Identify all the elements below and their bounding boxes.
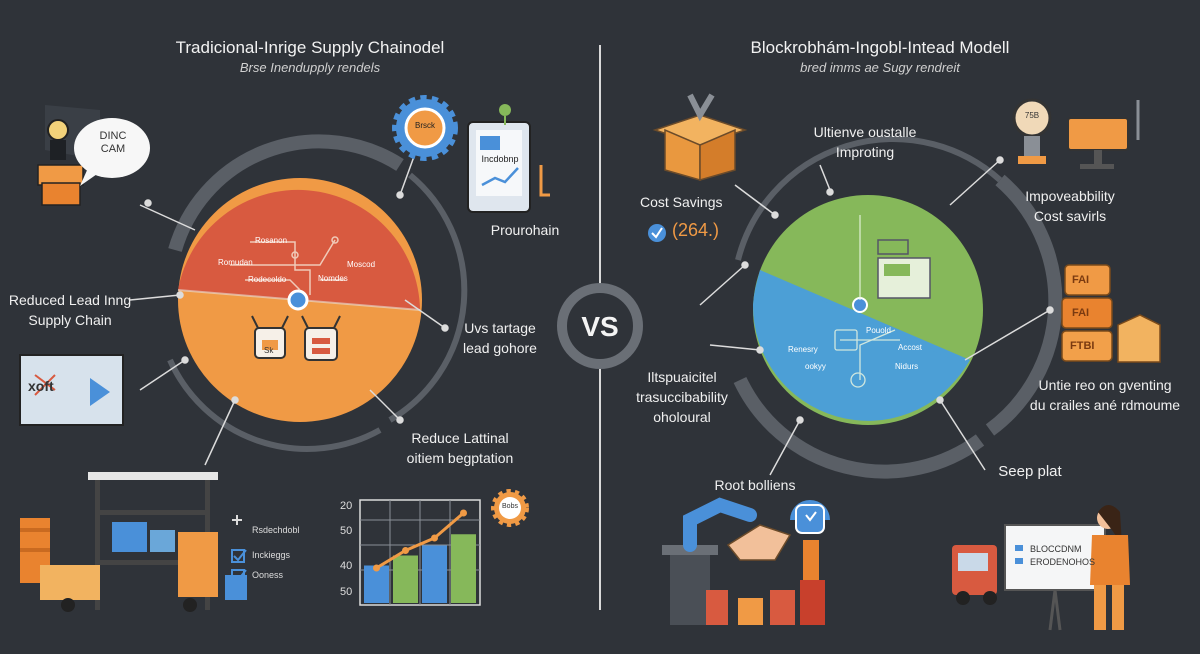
package-box-icon: [652, 93, 748, 181]
chart-point: [373, 564, 380, 572]
chart-bar: [422, 545, 447, 603]
chart-tick-3: 40: [340, 560, 353, 572]
barrel-1-text: FAI: [1072, 274, 1090, 286]
chart-bar: [364, 565, 389, 603]
warehouse-shelf-icon: [20, 472, 247, 612]
label-uvs-tartage: Uvs tartage lead gohore: [463, 320, 537, 356]
chart-tick-2: 50: [340, 525, 353, 537]
right-leader-lines: [699, 156, 1054, 476]
barrel-3-text: FTBI: [1070, 340, 1095, 352]
chart-point: [460, 509, 467, 517]
chart-bar: [393, 555, 418, 603]
checklist-icon: [231, 515, 247, 583]
label-untie-reo: Untie reo on gventing du crailes ané rdm…: [1029, 377, 1181, 413]
chart-point: [431, 534, 438, 542]
label-impoveabbility: Impoveabbility Cost savirls: [1025, 188, 1115, 224]
label-prourohain: Prourohain: [490, 222, 560, 238]
truck-icon: [952, 545, 997, 605]
right-circuit-icon: [834, 215, 900, 388]
left-bar-chart: [364, 534, 476, 603]
left-pie-tag-1: Rosanon: [255, 236, 288, 245]
label-itspuaicitel: Iltspuaicitel trasuccibability oholoural: [636, 369, 728, 425]
cost-value: (264.): [672, 220, 720, 240]
video-text: xoft: [28, 378, 54, 394]
right-pie-panel-icon: [877, 239, 931, 299]
checklist-item-3: Ooness: [252, 570, 284, 580]
chart-gear-icon: [491, 489, 529, 527]
label-seep-plat: Seep plat: [998, 463, 1062, 480]
speech-bubble-icon: [74, 118, 150, 186]
left-subtitle: Brse Inendupply rendels: [239, 60, 381, 75]
left-pie-tag-4: Moscod: [347, 260, 376, 269]
right-pie-tag-1: Pouold: [866, 326, 891, 335]
handshake-icon: [726, 524, 792, 561]
factory-machine-icon: [662, 497, 825, 625]
left-circuit-icon: [230, 236, 345, 295]
left-pie-tag-3: Rodecoldo: [248, 275, 287, 284]
right-pie-tag-3: Accost: [898, 343, 923, 352]
chart-point: [402, 547, 409, 554]
left-chart-trend-line: [373, 509, 467, 572]
checklist-item-1: Rsdechdobl: [252, 525, 300, 535]
gear-badge-text: Brsck: [415, 121, 435, 130]
right-subtitle: bred imms ae Sugy rendreit: [800, 60, 960, 75]
left-title: Tradicional-Inrige Supply Chainodel: [175, 38, 445, 57]
left-pie-tag-2: Romudan: [218, 258, 253, 267]
gauge-text: 75B: [1024, 111, 1040, 120]
left-pie-center-node-icon: [287, 289, 309, 311]
left-pie-tag-5: Nomdes: [318, 274, 348, 283]
right-pie-tag-4: ookyy: [805, 362, 826, 371]
barrel-2-text: FAI: [1072, 307, 1090, 319]
vs-label: VS: [581, 311, 619, 342]
monitor-icon: [1067, 100, 1140, 169]
label-root-bolliens: Root bolliens: [714, 477, 796, 493]
board-text-2: ERODENOHOS: [1030, 557, 1096, 567]
presentation-board-icon: [1004, 524, 1106, 631]
left-leader-lines: [129, 139, 449, 466]
presenter-person-icon: [1090, 505, 1130, 630]
right-pie-center-node-icon: [852, 297, 868, 313]
left-pie: [177, 178, 422, 422]
right-pie: [752, 195, 983, 425]
check-badge-icon: [648, 224, 666, 242]
robot-icon: [251, 315, 289, 359]
video-screen-icon: [19, 354, 124, 426]
gauge-icon: [1012, 98, 1052, 164]
left-ring: [167, 134, 468, 452]
robot-icon-2: [301, 315, 341, 361]
barrel-stack-icon: [1061, 264, 1161, 363]
shield-robot-icon: [790, 500, 830, 580]
chart-bar: [451, 534, 476, 603]
right-ring: [733, 136, 1063, 479]
right-title: Blockrobhám-Ingobl-Intead Modell: [750, 38, 1010, 57]
chart-tick-4: 50: [340, 586, 353, 598]
chart-gear-text: Bobs: [502, 503, 518, 510]
right-pie-tag-2: Renesry: [788, 345, 818, 354]
chart-line: [375, 511, 465, 570]
chart-tick-1: 20: [340, 500, 353, 512]
label-ultienve: Ultienve oustalle Improting: [813, 124, 917, 160]
vs-ring: [557, 283, 643, 369]
gear-icon: [392, 95, 458, 161]
checklist-item-2: Inckieggs: [252, 550, 291, 560]
label-cost-savings: Cost Savings: [640, 194, 723, 210]
speech-bubble-text: DINC CAM: [99, 130, 127, 155]
tablet-text: Incdobnp: [481, 154, 519, 164]
label-reduce-lattinal: Reduce Lattinal oitiem begptation: [406, 430, 514, 466]
right-pie-tag-5: Nidurs: [895, 362, 919, 371]
tablet-icon: [467, 104, 550, 213]
board-text-1: BLOCCDNM: [1030, 544, 1082, 554]
left-pie-tag-6: Sk: [264, 346, 274, 355]
left-pie-red-slice: [178, 189, 420, 310]
label-reduced-lead: Reduced Lead Inng Supply Chain: [8, 292, 132, 328]
